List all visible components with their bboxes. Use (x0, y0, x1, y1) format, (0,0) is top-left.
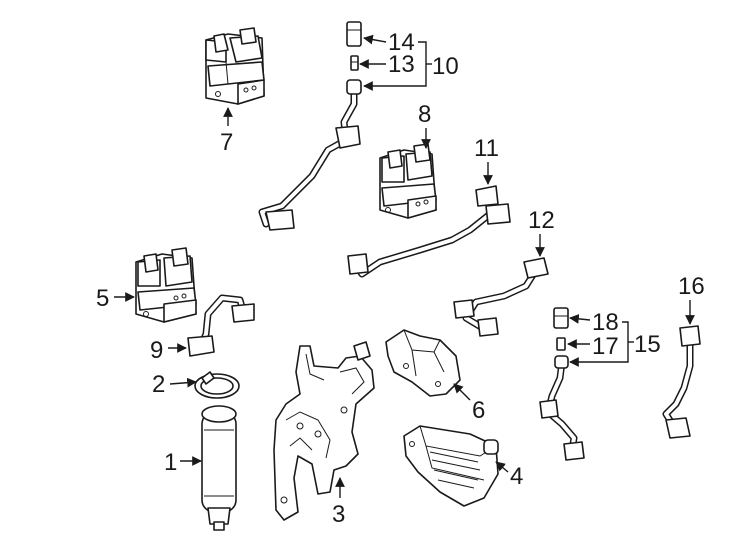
part-5-valve-block (135, 247, 197, 323)
callout-14: 14 (388, 29, 415, 56)
callout-11: 11 (474, 135, 499, 162)
callout-3: 3 (332, 501, 345, 528)
leader-lines (114, 34, 695, 498)
part-15-sensor-line (539, 307, 585, 461)
callout-8: 8 (418, 101, 431, 128)
callout-5: 5 (96, 285, 109, 312)
callout-17: 17 (592, 333, 619, 360)
callout-labels: 1 2 3 4 5 6 7 8 9 10 11 12 13 14 15 16 1… (96, 29, 705, 528)
part-7-valve-block (205, 27, 265, 105)
part-9-hose (187, 294, 255, 357)
callout-15: 15 (634, 331, 661, 358)
part-6-cover (385, 329, 461, 397)
callout-6: 6 (472, 397, 485, 424)
part-12-hose (453, 257, 549, 337)
part-10-hose-assembly (258, 21, 362, 231)
callout-10: 10 (432, 53, 459, 80)
part-3-bracket (273, 341, 375, 521)
callout-9: 9 (150, 337, 163, 364)
callout-4: 4 (510, 463, 523, 490)
part-16-sensor-line (662, 325, 701, 439)
callout-12: 12 (528, 207, 555, 234)
callout-2: 2 (152, 371, 165, 398)
part-8-valve-block (379, 143, 437, 219)
part-11-hose (347, 185, 511, 278)
callout-13: 13 (388, 51, 415, 78)
callout-16: 16 (678, 273, 705, 300)
callout-18: 18 (592, 309, 619, 336)
part-2-clamp-ring (194, 371, 240, 399)
callout-7: 7 (220, 129, 233, 156)
callout-1: 1 (164, 449, 177, 476)
part-4-compressor (403, 425, 499, 507)
part-1-air-reservoir (201, 405, 237, 531)
